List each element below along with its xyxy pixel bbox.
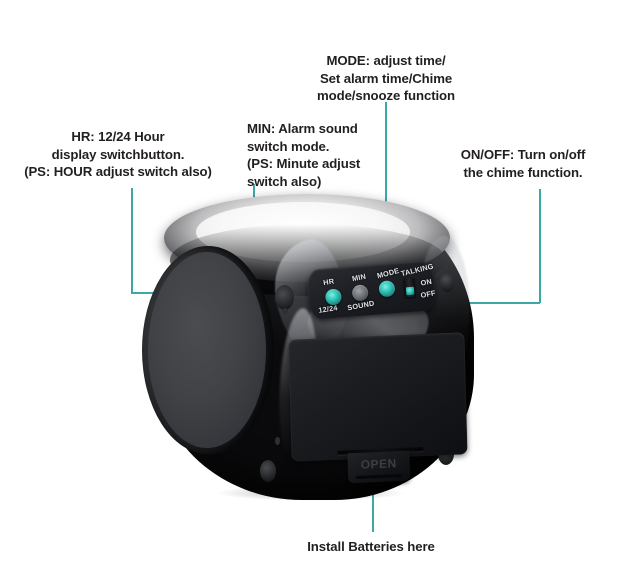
body-screw-post-e	[260, 460, 276, 482]
callout-line-onoff-horizontal	[418, 302, 540, 304]
body-screw-post-b	[440, 272, 454, 292]
callout-text-onoff: ON/OFF: Turn on/off the chime function.	[460, 147, 586, 180]
callout-line-hr-vertical	[131, 188, 133, 293]
control-label-mode: MODE	[375, 265, 401, 281]
callout-text-hr: HR: 12/24 Hour display switchbutton. (PS…	[24, 129, 212, 179]
speaker-grille-inner	[148, 252, 266, 448]
battery-door-latch-ridge	[356, 474, 403, 480]
product-illustration: OPEN HR MIN MODE TALKING 12/24 SOUND ON …	[130, 190, 480, 510]
callout-text-min: MIN: Alarm sound switch mode. (PS: Minut…	[247, 121, 361, 189]
control-label-off: OFF	[419, 288, 437, 300]
control-label-12-24: 12/24	[317, 303, 339, 315]
control-label-talking: TALKING	[399, 261, 435, 279]
callout-line-onoff-vertical	[539, 189, 541, 303]
body-detail-dot-b	[275, 437, 280, 445]
body-detail-dot-a	[282, 308, 288, 314]
mode-button[interactable]	[378, 280, 396, 298]
control-label-hr: HR	[322, 276, 335, 288]
battery-compartment-door[interactable]: OPEN	[288, 332, 468, 484]
battery-door-latch-label: OPEN	[360, 456, 397, 472]
control-panel: HR MIN MODE TALKING 12/24 SOUND ON OFF	[306, 260, 437, 320]
body-screw-post-a	[275, 285, 294, 310]
battery-door-latch[interactable]: OPEN	[347, 450, 411, 484]
callout-text-mode: MODE: adjust time/ Set alarm time/Chime …	[317, 53, 455, 103]
control-label-min: MIN	[351, 271, 367, 284]
callout-text-battery: Install Batteries here	[307, 539, 435, 554]
talking-switch[interactable]	[403, 277, 416, 298]
hr-button[interactable]	[324, 288, 343, 306]
control-label-on: ON	[419, 276, 433, 288]
